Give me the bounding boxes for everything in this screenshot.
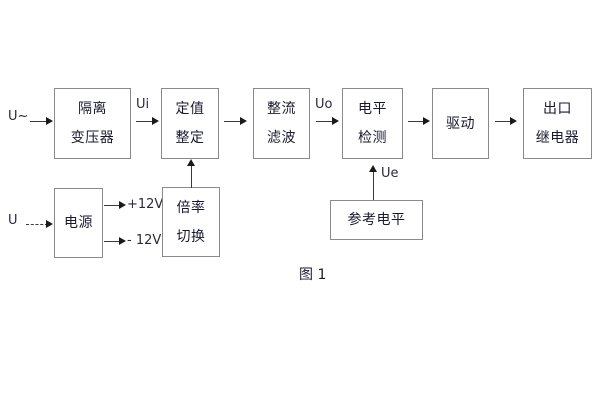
block-drive: 驱动 <box>432 88 489 159</box>
uo-arrowhead <box>332 117 339 125</box>
block-multiplier-switch-line-2: 切换 <box>176 228 206 245</box>
rail-negative-line <box>104 241 121 242</box>
ac-input-label: U~ <box>8 109 29 124</box>
block-drive-line-1: 驱动 <box>446 115 475 132</box>
block-multiplier-switch-line-1: 倍率 <box>176 199 206 216</box>
ac-input-arrowhead <box>46 117 53 125</box>
level-to-drive-arrowhead <box>423 117 430 125</box>
block-setting-value: 定值 整定 <box>161 88 219 159</box>
setting-to-rectify-arrowhead <box>240 117 247 125</box>
block-setting-value-line-2: 整定 <box>175 130 205 146</box>
dc-input-arrowhead <box>46 220 53 228</box>
ui-arrowhead <box>152 117 159 125</box>
rail-positive-line <box>104 205 121 206</box>
ac-input-line <box>30 121 48 122</box>
rail-negative-label: - 12V <box>127 233 162 248</box>
block-output-relay-line-2: 继电器 <box>535 130 580 146</box>
block-level-detection: 电平 检测 <box>342 88 403 159</box>
level-to-drive-line <box>408 121 425 122</box>
dc-input-label: U <box>8 213 18 228</box>
block-multiplier-switch: 倍率 切换 <box>162 187 220 257</box>
rail-negative-arrowhead <box>119 237 126 245</box>
signal-label-ui: Ui <box>136 97 150 112</box>
block-reference-level: 参考电平 <box>330 200 423 240</box>
block-isolation-transformer-line-2: 变压器 <box>70 130 115 146</box>
multiplier-to-setting-line <box>191 166 192 188</box>
block-output-relay-line-1: 出口 <box>543 101 572 117</box>
figure-caption: 图 1 <box>299 267 327 283</box>
block-rectify-filter: 整流 滤波 <box>253 88 310 159</box>
drive-to-relay-line <box>495 121 512 122</box>
signal-label-ue: Ue <box>381 166 399 181</box>
signal-label-uo: Uo <box>315 97 333 112</box>
setting-to-rectify-line <box>224 121 242 122</box>
block-level-detection-line-1: 电平 <box>358 101 387 117</box>
block-level-detection-line-2: 检测 <box>358 130 387 146</box>
dc-input-line <box>26 224 48 225</box>
rail-positive-arrowhead <box>119 201 126 209</box>
block-rectify-filter-line-2: 滤波 <box>267 130 296 146</box>
block-isolation-transformer: 隔离 变压器 <box>54 88 131 159</box>
multiplier-to-setting-arrowhead <box>187 159 195 166</box>
reference-to-level-line <box>373 172 374 200</box>
rail-positive-label: +12V <box>127 197 164 212</box>
block-rectify-filter-line-1: 整流 <box>267 101 296 117</box>
block-power-supply-line-1: 电源 <box>64 215 93 231</box>
block-output-relay: 出口 继电器 <box>523 88 592 159</box>
ui-line <box>136 121 154 122</box>
uo-line <box>316 121 334 122</box>
block-isolation-transformer-line-1: 隔离 <box>78 101 107 117</box>
drive-to-relay-arrowhead <box>510 117 517 125</box>
block-power-supply: 电源 <box>54 188 103 258</box>
block-reference-level-line-1: 参考电平 <box>347 212 406 228</box>
reference-to-level-arrowhead <box>369 165 377 172</box>
block-setting-value-line-1: 定值 <box>175 101 205 117</box>
